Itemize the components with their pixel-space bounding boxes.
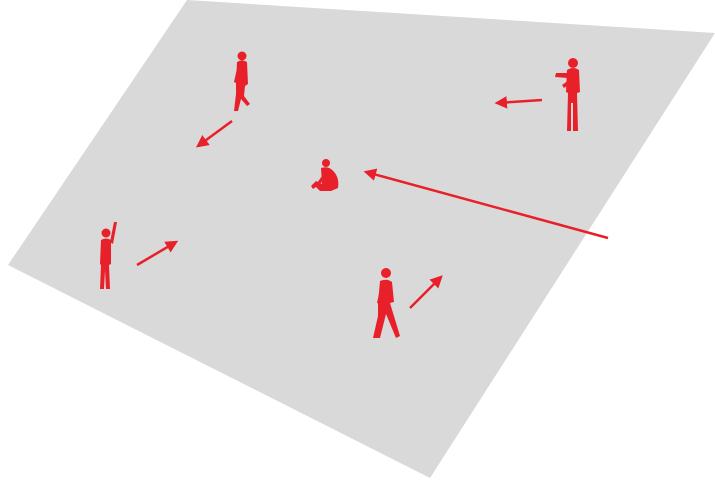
ground-plane [8, 0, 715, 478]
